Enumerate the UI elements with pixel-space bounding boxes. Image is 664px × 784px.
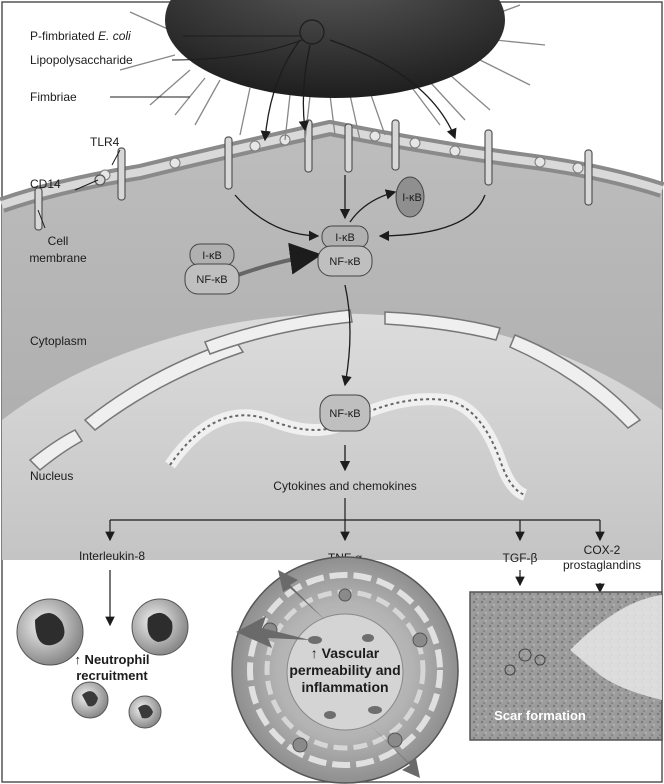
label-cell-membrane-line2: membrane <box>29 251 87 265</box>
label-cd14: CD14 <box>30 177 61 191</box>
outcome-scar: Scar formation <box>494 708 586 723</box>
outcome-neutrophil-line1: ↑ Neutrophil <box>74 652 149 667</box>
label-tgf-beta: TGF-β <box>503 551 538 565</box>
label-tlr4: TLR4 <box>90 135 120 149</box>
label-cox2-line1: COX-2 <box>584 543 621 557</box>
label-nucleus: Nucleus <box>30 469 73 483</box>
label-cox2-line2: prostaglandins <box>563 558 641 572</box>
outcome-vascular-line2: permeability and <box>289 662 400 678</box>
complex-center-nfkb-label: NF-κB <box>329 256 360 268</box>
label-p-fimbriated: P-fimbriated E. coli <box>30 29 131 43</box>
complex-left-nfkb-label: NF-κB <box>196 274 227 286</box>
complex-left-ikb-label: I-κB <box>202 250 222 262</box>
label-cytokines: Cytokines and chemokines <box>273 479 416 493</box>
label-cell-membrane-line1: Cell <box>48 234 69 248</box>
label-interleukin8: Interleukin-8 <box>79 549 145 563</box>
outcome-vascular-line3: inflammation <box>301 679 388 695</box>
complex-nucleus-nfkb-label: NF-κB <box>329 408 360 420</box>
ikb-released-label: I-κB <box>402 192 422 204</box>
outcome-vascular-line1: ↑ Vascular <box>311 645 380 661</box>
outcome-neutrophil-line2: recruitment <box>76 668 148 683</box>
complex-center-ikb-label: I-κB <box>335 232 355 244</box>
label-cytoplasm: Cytoplasm <box>30 334 87 348</box>
label-lipopolysaccharide: Lipopolysaccharide <box>30 53 133 67</box>
label-fimbriae: Fimbriae <box>30 90 77 104</box>
